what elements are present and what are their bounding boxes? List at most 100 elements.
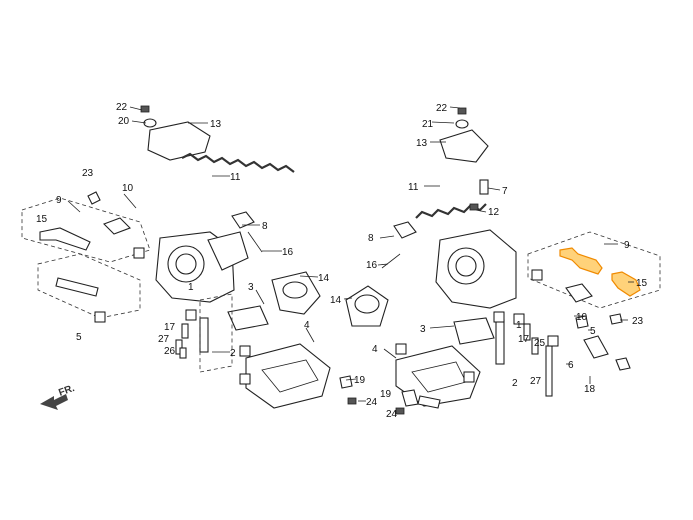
screw-12-right[interactable] — [469, 203, 479, 211]
float-bowl-4-right[interactable] — [395, 345, 481, 407]
float-3-right[interactable] — [453, 317, 495, 345]
screw-set-5-left[interactable] — [55, 277, 99, 297]
callout-number: 13 — [210, 119, 222, 130]
callout-number: 2 — [230, 348, 236, 359]
callout-box-1 — [94, 311, 106, 323]
callout-number: 23 — [632, 316, 644, 327]
needle-16-right[interactable] — [381, 253, 401, 269]
fr-arrow-icon — [40, 394, 68, 410]
top-cover-13-right[interactable] — [439, 129, 489, 163]
callout-number: 22 — [436, 103, 448, 114]
callout-number: 9 — [56, 195, 62, 206]
callout-number: 16 — [282, 247, 294, 258]
part-26-left[interactable] — [179, 347, 187, 359]
hose-15-right[interactable] — [559, 247, 603, 275]
callout-number: 1 — [188, 282, 194, 293]
right-carburetor-group — [345, 107, 661, 415]
screw-23-right[interactable] — [609, 313, 623, 325]
part-10-left[interactable] — [103, 217, 131, 235]
callout-box-1-group — [94, 247, 559, 385]
highlighted-hose-part[interactable] — [611, 271, 641, 297]
callout-number: 20 — [118, 116, 130, 127]
bowl-inner-left — [261, 359, 319, 393]
callout-number: 13 — [416, 138, 428, 149]
left-carburetor-group — [21, 105, 357, 409]
callout-number: 19 — [354, 375, 366, 386]
callout-box-1 — [239, 345, 251, 357]
part-27-left[interactable] — [175, 339, 183, 355]
part-17-right[interactable] — [523, 323, 531, 341]
holder-8-right[interactable] — [393, 221, 417, 239]
hose-15-left[interactable] — [39, 227, 91, 251]
callout-number: 24 — [386, 409, 398, 420]
screw-set-right[interactable] — [417, 395, 441, 409]
callout-number: 22 — [116, 102, 128, 113]
screw-22-right[interactable] — [457, 107, 467, 115]
part-5-right[interactable] — [575, 315, 589, 329]
callout-box-1 — [395, 343, 407, 355]
callout-number: 24 — [366, 397, 378, 408]
callout-number: 5 — [76, 332, 82, 343]
callout-number: 14 — [318, 273, 330, 284]
insulator-bore-right — [354, 294, 380, 314]
callout-number: 9 — [624, 240, 630, 251]
bore-inner-right — [455, 255, 477, 277]
callout-number: 10 — [122, 183, 134, 194]
carb-top-left — [207, 231, 249, 271]
callout-number: 27 — [158, 334, 170, 345]
callout-number: 8 — [368, 233, 374, 244]
callout-box-1 — [133, 247, 145, 259]
callout-number: 7 — [502, 186, 508, 197]
callout-number: 1 — [516, 320, 522, 331]
callout-box-1 — [463, 371, 475, 383]
screw-21-right[interactable] — [455, 119, 469, 129]
callout-number: 21 — [422, 119, 434, 130]
part-27-right[interactable] — [545, 345, 553, 397]
callout-number: 11 — [230, 172, 241, 183]
holder-8-left[interactable] — [231, 211, 255, 229]
callout-number: 16 — [366, 260, 378, 271]
callout-number: 4 — [372, 344, 378, 355]
callout-number: 15 — [36, 214, 48, 225]
callout-number: 2 — [512, 378, 518, 389]
screw-24-left[interactable] — [347, 397, 357, 405]
callout-number: 15 — [636, 278, 648, 289]
callout-number: 25 — [534, 338, 546, 349]
callout-number: 5 — [590, 326, 596, 337]
callout-number: 17 — [164, 322, 176, 333]
jet-assembly-2-right[interactable] — [495, 319, 505, 365]
callout-number: 27 — [530, 376, 542, 387]
screw-23-left[interactable] — [87, 191, 101, 205]
callout-number: 10 — [576, 312, 588, 323]
group-box-9-right — [527, 231, 661, 309]
screw-22-left[interactable] — [140, 105, 150, 113]
group-box-9-left — [21, 197, 151, 263]
jet-assembly-2-left[interactable] — [199, 317, 209, 353]
screw-7-right[interactable] — [479, 179, 489, 195]
callout-box-1 — [547, 335, 559, 347]
callout-number: 26 — [164, 346, 176, 357]
needle-16-left[interactable] — [247, 231, 263, 253]
front-direction-arrow: FR. — [40, 383, 76, 410]
float-bowl-4-left[interactable] — [245, 343, 331, 409]
part-10-right[interactable] — [565, 283, 593, 303]
screw-24-right[interactable] — [395, 407, 405, 415]
callout-number: 3 — [420, 324, 426, 335]
callout-box-1 — [493, 311, 505, 323]
callout-number: 11 — [408, 182, 419, 193]
top-cover-13-left[interactable] — [147, 121, 211, 161]
float-3-left[interactable] — [227, 305, 269, 331]
callout-number: 12 — [488, 207, 500, 218]
part-19-left[interactable] — [339, 375, 353, 389]
link-18-right[interactable] — [583, 335, 609, 359]
spring-11-left[interactable] — [181, 152, 295, 173]
callout-number: 17 — [518, 334, 530, 345]
callout-number: 14 — [330, 295, 342, 306]
part-17-left[interactable] — [181, 323, 189, 339]
callout-number: 19 — [380, 389, 392, 400]
part-25-right[interactable] — [531, 337, 539, 355]
part-6-right[interactable] — [615, 357, 631, 371]
